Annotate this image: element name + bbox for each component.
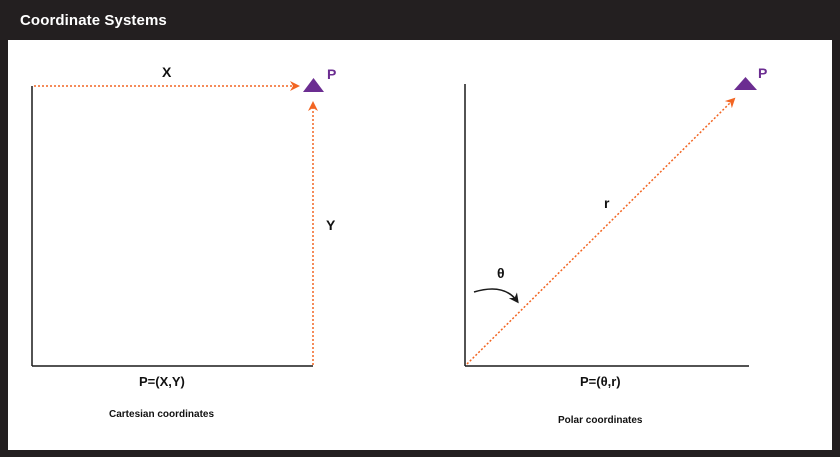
polar-angle-label: θ: [497, 265, 505, 281]
cartesian-y-label: Y: [326, 217, 336, 233]
cartesian-x-label: X: [162, 64, 172, 80]
cartesian-diagram: [31, 78, 324, 367]
polar-formula: P=(θ,r): [580, 374, 621, 389]
triangle-marker-icon: [303, 78, 324, 92]
polar-caption: Polar coordinates: [558, 415, 643, 426]
cartesian-point-label: P: [327, 66, 337, 82]
cartesian-formula: P=(X,Y): [139, 374, 185, 389]
cartesian-caption: Cartesian coordinates: [109, 409, 215, 420]
curved-arrow-icon: [473, 288, 519, 304]
triangle-marker-icon: [734, 77, 757, 90]
polar-diagram: [464, 77, 757, 367]
diagram-panel: [8, 40, 832, 450]
page-title: Coordinate Systems: [20, 12, 167, 29]
polar-radius-label: r: [604, 195, 610, 211]
polar-point-label: P: [758, 65, 768, 81]
title-bar: Coordinate Systems: [0, 0, 840, 40]
polar-radius-line: [466, 97, 736, 365]
